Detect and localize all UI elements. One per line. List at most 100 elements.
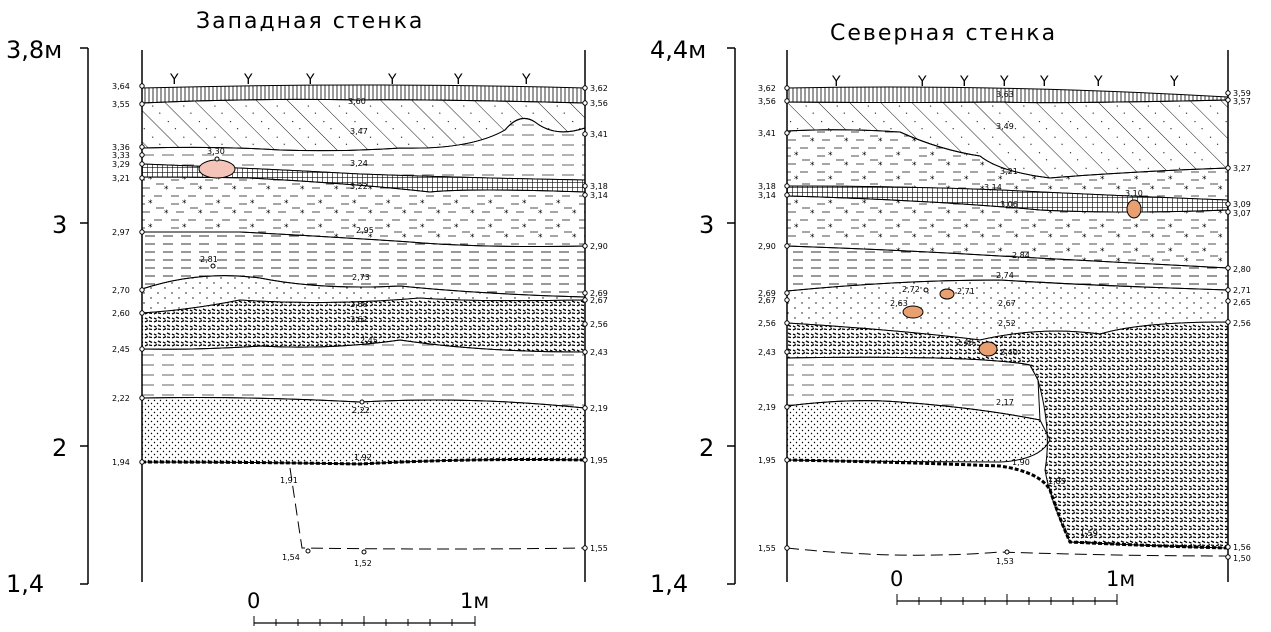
north-left-marks: 3,62 3,56 3,41 3,18 3,14 2,90 2,69 2,67 … [758,84,790,553]
depth-mark: 2,90 [758,242,776,251]
depth-mark: 1,55 [758,544,776,553]
west-title: Западная стенка [196,9,424,34]
north-inclusion [902,305,924,319]
depth-mark: 2,22 [352,406,370,415]
depth-mark: 1,90 [1012,458,1030,467]
depth-mark: 2,81 [200,255,218,264]
grass-mark: Y [243,72,253,88]
north-layer-bottom [786,458,1229,550]
depth-mark: 3,27 [1233,164,1251,173]
north-layer-sand [786,400,1051,463]
depth-mark: 2,63 [890,299,908,308]
depth-mark: 1,85 [1048,477,1066,486]
grass-mark: Y [1093,74,1103,90]
grass-mark: Y [831,74,841,90]
west-left-marks: 3,64 3,55 3,36 3,33 3,29 3,21 2,97 2,70 … [112,82,145,467]
depth-mark: 2,19 [758,403,776,412]
depth-mark: 2,69 [758,289,776,298]
depth-mark: 3,63 [996,90,1014,99]
north-inclusion [978,341,998,357]
depth-mark: 2,74 [996,271,1014,280]
scale-bar-label: 1м [460,589,489,613]
depth-mark: 2,19 [590,404,608,413]
depth-mark: 2,80 [1233,265,1251,274]
depth-mark: 3,14 [590,191,608,200]
depth-mark: 3,21 [1000,167,1018,176]
depth-mark: 3,57 [1233,97,1251,106]
depth-mark: 3,62 [758,84,776,93]
depth-mark: 2,68 [350,300,368,309]
north-scale-label: 2 [699,434,714,462]
west-inner-marks: 3,60 3,47 3,30 3,24 3,22 2,95 2,81 2,73 … [200,97,378,568]
depth-mark: 3,30 [207,147,225,156]
depth-mark: 3,49 [996,122,1014,131]
depth-mark: 3,07 [1233,209,1251,218]
depth-mark: 3,62 [590,84,608,93]
scale-bar-label: 0 [890,567,903,591]
north-title: Северная стенка [830,21,1057,46]
depth-mark: 2,67 [998,299,1016,308]
depth-mark: 3,36 [112,143,130,152]
depth-mark: 2,72 [902,285,920,294]
depth-mark: 2,70 [112,286,130,295]
north-scale-label: 1,4 [650,570,688,598]
grass-mark: Y [453,72,463,88]
depth-mark: 2,45 [112,345,130,354]
depth-mark: 1,92 [354,453,372,462]
grass-mark: Y [999,74,1009,90]
west-scale-label: 2 [52,434,67,462]
grass-mark: Y [959,74,969,90]
depth-mark: 1,91 [280,476,298,485]
north-wall-profile: Северная стенка 4,4м 3 2 1,4 Y Y Y Y Y Y… [650,21,1251,605]
west-scale-bar: 0 1м [247,589,489,626]
depth-mark: 1,54 [282,553,300,562]
depth-mark: 3,56 [590,99,608,108]
depth-mark: 3,33 [112,151,130,160]
depth-mark: 1,59 [1080,529,1098,538]
depth-mark: 3,56 [758,97,776,106]
north-inner-marks: 3,63 3,49 3,21 3,14 3,10 3,06 2,84 2,74 … [890,90,1143,566]
depth-mark: 2,48 [956,338,974,347]
west-scale-label: 3,8м [6,36,62,64]
depth-mark: 2,43 [590,348,608,357]
depth-mark: 3,09 [1233,200,1251,209]
north-scale-label: 4,4м [650,36,706,64]
north-inclusion [939,288,955,300]
west-lower-boundary [289,467,586,550]
depth-mark: 1,56 [1233,543,1251,552]
grass-mark: Y [169,72,179,88]
depth-mark: 2,84 [1012,251,1030,260]
depth-mark: 3,24 [350,159,368,168]
depth-mark: 3,55 [112,100,130,109]
depth-mark: 2,17 [996,398,1014,407]
depth-mark: 1,55 [590,544,608,553]
depth-mark: 2,67 [590,296,608,305]
depth-mark: 1,50 [1233,554,1251,563]
depth-mark: 1,95 [758,456,776,465]
depth-mark: 2,95 [356,226,374,235]
west-right-marks: 3,62 3,56 3,41 3,18 3,14 2,90 2,69 2,67 … [582,84,608,553]
depth-mark: 3,10 [1125,189,1143,198]
depth-mark: 2,43 [758,348,776,357]
grass-mark: Y [521,72,531,88]
west-layer-bottom [141,458,586,466]
depth-mark: 2,56 [1233,319,1251,328]
depth-mark: 2,40 [1000,348,1018,357]
depth-mark: 3,59 [1233,89,1251,98]
grass-mark: Y [1039,74,1049,90]
depth-mark: 2,71 [1233,286,1251,295]
grass-mark: Y [387,72,397,88]
north-right-marks: 3,59 3,57 3,27 3,09 3,07 2,80 2,71 2,65 … [1225,89,1251,563]
depth-mark: 3,64 [112,82,130,91]
depth-mark: 3,47 [350,127,368,136]
depth-mark: 1,94 [112,458,130,467]
depth-mark: 3,14 [984,183,1002,192]
depth-mark: 3,18 [590,182,608,191]
depth-mark: 2,73 [352,273,370,282]
depth-mark: 3,41 [758,129,776,138]
grass-mark: Y [305,72,315,88]
depth-mark: 2,71 [957,287,975,296]
depth-mark: 3,60 [348,97,366,106]
west-scale-label: 1,4 [6,570,44,598]
